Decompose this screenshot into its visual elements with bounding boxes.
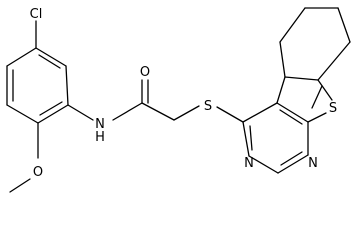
thioether-s-label: S <box>204 99 212 114</box>
chlorine-label: Cl <box>30 7 43 22</box>
thiophene-ring-bonds <box>276 76 333 123</box>
o-ch3-bond <box>9 178 31 193</box>
s-ring-bond <box>216 106 244 123</box>
cyclohexene-ring-bonds <box>279 7 351 81</box>
molecule-canvas: Cl N H O S S N N O <box>6 7 351 193</box>
thiophene-s-label: S <box>329 101 337 116</box>
c-ch2-bond <box>141 102 175 121</box>
pyrimidine-n-left-label: N <box>244 156 254 171</box>
carbonyl-o-label: O <box>140 65 150 80</box>
pyrimidine-n-right-label: N <box>308 156 318 171</box>
structure-diagram: Cl N H O S S N N O <box>6 7 351 193</box>
aryl-n-bond <box>67 104 94 121</box>
amide-n-label: N <box>95 117 105 132</box>
anisole-ring-bonds <box>6 47 69 124</box>
methoxy-o-label: O <box>33 165 43 180</box>
pyrimidine-ring-bonds <box>242 102 309 174</box>
ch2-s-bond <box>173 105 200 121</box>
n-c-bond <box>112 102 143 121</box>
amide-h-label: H <box>95 130 105 145</box>
